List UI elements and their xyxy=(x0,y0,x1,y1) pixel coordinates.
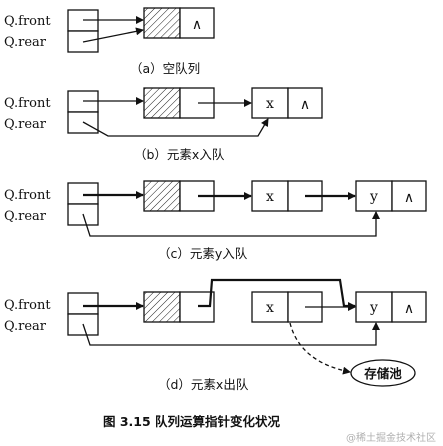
node-y-data-d xyxy=(355,291,393,323)
caption-d: （d）元素x出队 xyxy=(158,377,249,392)
rear-arrow-d xyxy=(82,322,380,346)
node-y-label-c: y xyxy=(369,189,378,205)
panel-c: Q.front Q.rear x y ∧ （c）元素y入队 xyxy=(4,180,427,261)
node-x-label-d: x xyxy=(266,300,274,316)
panel-d: Q.front Q.rear x y ∧ 存储池 （d）元素x出队 xyxy=(4,278,427,392)
free-x-arrow xyxy=(289,322,351,375)
null-mark-b: ∧ xyxy=(300,97,310,113)
node-x-label-b: x xyxy=(266,96,274,112)
rear-label-d: Q.rear xyxy=(4,319,47,334)
caption-c: （c）元素y入队 xyxy=(158,246,248,261)
storage-pool-bubble xyxy=(350,359,416,387)
head-node-data-c xyxy=(143,180,181,212)
figure-caption: 图 3.15 队列运算指针变化状况 xyxy=(103,414,281,429)
head-node-data-b xyxy=(143,87,181,119)
node-y-next-c xyxy=(391,180,427,212)
rear-arrow-a xyxy=(82,27,144,43)
front-pointer-c xyxy=(67,182,99,205)
front-label-c: Q.front xyxy=(4,188,51,203)
node-y-label-d: y xyxy=(369,300,378,316)
node-x-next-b xyxy=(287,87,323,119)
head-node-data-d xyxy=(143,291,181,323)
null-mark-d: ∧ xyxy=(404,301,414,317)
panel-a: Q.front Q.rear ∧ （a）空队列 xyxy=(4,7,215,76)
head-node-next-a xyxy=(179,7,215,39)
rear-arrow-b xyxy=(82,118,269,137)
link-head-y-d xyxy=(198,278,356,310)
null-mark-c: ∧ xyxy=(404,190,414,206)
rear-label-b: Q.rear xyxy=(4,117,47,132)
storage-pool-label: 存储池 xyxy=(363,366,402,381)
front-label-b: Q.front xyxy=(4,96,51,111)
node-x-label-c: x xyxy=(266,189,274,205)
caption-b: （b）元素x入队 xyxy=(134,147,225,162)
watermark: @稀土掘金技术社区 xyxy=(346,431,436,444)
front-label-a: Q.front xyxy=(4,14,51,29)
front-pointer-d xyxy=(67,292,99,315)
rear-label-a: Q.rear xyxy=(4,35,47,50)
panel-b: Q.front Q.rear x ∧ （b）元素x入队 xyxy=(4,87,323,162)
null-mark-a: ∧ xyxy=(192,17,202,33)
caption-a: （a）空队列 xyxy=(130,61,200,76)
front-label-d: Q.front xyxy=(4,298,51,313)
head-node-data-a xyxy=(143,7,181,39)
node-x-data-c xyxy=(251,180,289,212)
rear-arrow-c xyxy=(82,211,380,237)
node-x-data-d xyxy=(251,291,289,323)
rear-label-c: Q.rear xyxy=(4,209,47,224)
node-y-next-d xyxy=(391,291,427,323)
